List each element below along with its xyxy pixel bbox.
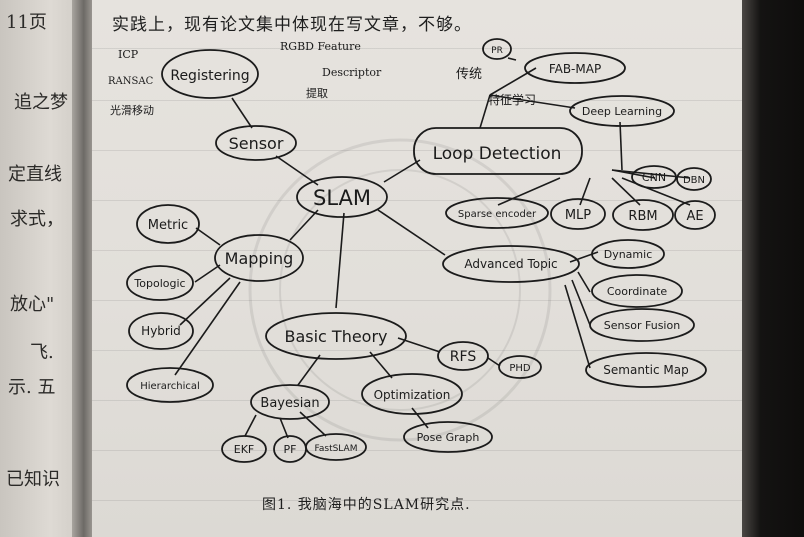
node-pose-graph: Pose Graph xyxy=(417,431,480,444)
annotation-traditional: 传统 xyxy=(456,67,482,82)
annotation-extract: 提取 xyxy=(306,87,328,100)
notebook-cover-edge xyxy=(742,0,804,537)
annotation-rgbd-feature: RGBD Feature xyxy=(280,40,361,53)
node-ekf: EKF xyxy=(234,443,255,456)
ruled-line xyxy=(92,150,744,151)
ruled-line xyxy=(92,500,744,501)
node-semantic-map: Semantic Map xyxy=(603,363,688,377)
annotation-descriptor: Descriptor xyxy=(322,66,382,79)
university-seal-watermark xyxy=(248,138,552,442)
annotation-ransac: RANSAC xyxy=(108,76,154,87)
ruled-line xyxy=(92,350,744,351)
left-notebook-page: 11页 追之梦 定直线 求式， 放心" 飞. 示. 五 已知识 xyxy=(0,0,84,537)
margin-text-5: 放心" xyxy=(10,294,55,315)
margin-text-6: 飞. xyxy=(30,342,54,363)
node-rfs: RFS xyxy=(450,349,477,365)
node-sensor-fusion: Sensor Fusion xyxy=(604,319,680,332)
margin-text-4: 求式， xyxy=(10,209,64,230)
node-mlp: MLP xyxy=(565,208,591,223)
margin-text-3: 定直线 xyxy=(8,164,62,185)
ruled-line xyxy=(92,300,744,301)
node-pf: PF xyxy=(284,443,297,456)
node-coordinate: Coordinate xyxy=(607,285,668,298)
node-metric: Metric xyxy=(148,218,188,233)
annotation-feature-learning: 特征学习 xyxy=(488,92,536,107)
node-pr: PR xyxy=(491,46,503,56)
node-ae: AE xyxy=(686,209,703,224)
node-bayesian: Bayesian xyxy=(260,396,319,411)
header-note: 实践上，现有论文集中体现在写文章，不够。 xyxy=(112,15,472,35)
node-mapping: Mapping xyxy=(225,249,294,268)
node-fab-map: FAB-MAP xyxy=(549,62,601,76)
node-hybrid: Hybrid xyxy=(141,324,181,338)
node-sparse-encoder: Sparse encoder xyxy=(458,209,537,220)
node-sensor: Sensor xyxy=(229,134,284,153)
annotation-bundle: 光滑移动 xyxy=(110,103,154,117)
node-optimization: Optimization xyxy=(374,388,451,402)
node-deep-learning: Deep Learning xyxy=(582,105,662,118)
annotation-icp: ICP xyxy=(118,48,139,61)
node-dynamic: Dynamic xyxy=(604,248,653,261)
node-dbn: DBN xyxy=(683,175,705,186)
node-cnn: CNN xyxy=(642,171,666,184)
node-registering: Registering xyxy=(170,68,249,84)
ruled-line xyxy=(92,100,744,101)
node-advanced-topic: Advanced Topic xyxy=(464,257,557,271)
node-hierarchical: Hierarchical xyxy=(140,381,200,392)
node-outlines xyxy=(126,38,716,463)
margin-text-2: 追之梦 xyxy=(14,92,68,113)
node-topologic: Topologic xyxy=(133,277,185,290)
figure-caption: 图1. 我脑海中的SLAM研究点. xyxy=(262,497,471,513)
margin-text-1: 11页 xyxy=(6,12,47,33)
ruled-line xyxy=(92,400,744,401)
ruled-line xyxy=(92,200,744,201)
node-rbm: RBM xyxy=(628,209,657,224)
node-phd: PHD xyxy=(509,363,531,374)
node-basic-theory: Basic Theory xyxy=(284,327,387,346)
ruled-line xyxy=(92,250,744,251)
ruled-line xyxy=(92,450,744,451)
margin-text-8: 已知识 xyxy=(6,469,60,490)
node-slam: SLAM xyxy=(313,186,371,210)
node-fastslam: FastSLAM xyxy=(315,444,358,454)
margin-text-7: 示. 五 xyxy=(8,377,56,398)
ruled-line xyxy=(92,48,744,49)
node-loop-detection: Loop Detection xyxy=(433,144,562,164)
